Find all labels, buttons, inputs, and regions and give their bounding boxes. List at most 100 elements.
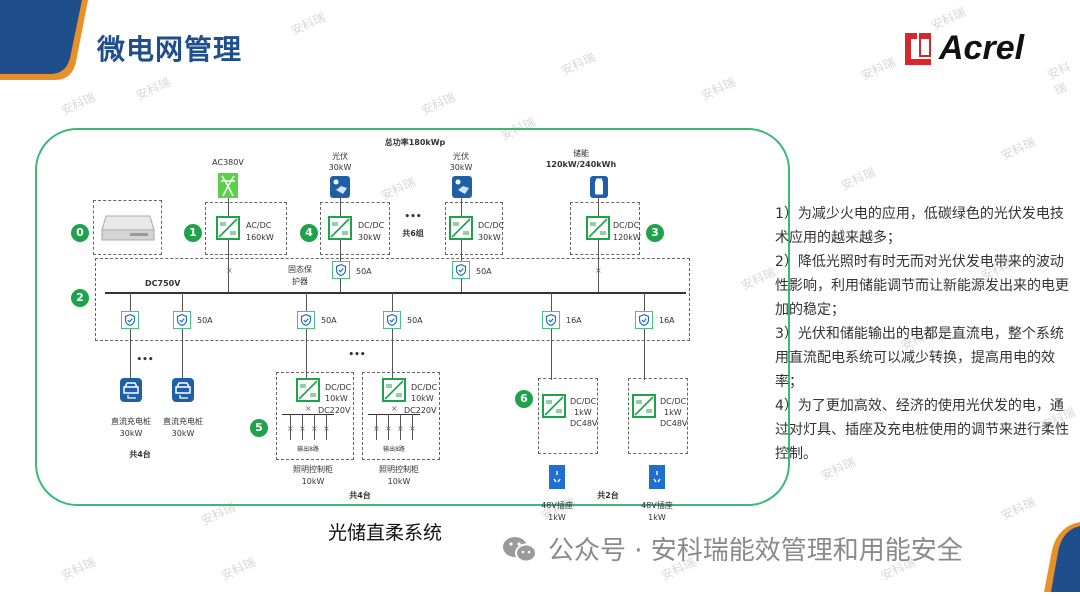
ev-charger-icon [172, 378, 194, 402]
breaker-icon [173, 311, 191, 329]
wire [326, 414, 327, 440]
server-box [93, 200, 162, 255]
grid-converter-box [205, 202, 287, 255]
switch-x-mark: × [323, 424, 330, 433]
dc-dc-converter-icon [542, 394, 566, 418]
socket-converter-type: DC/DC [570, 397, 597, 406]
socket-converter-box [628, 378, 688, 454]
breaker-rating: 16A [566, 316, 582, 325]
dc-dc-converter-icon [296, 378, 320, 402]
switch-x-mark: × [226, 266, 233, 275]
pv1-breaker-rating: 50A [356, 267, 372, 276]
socket-converter-box [538, 378, 598, 454]
breaker-icon [542, 311, 560, 329]
badge-0: 0 [71, 224, 89, 242]
charger-dots: ••• [136, 355, 154, 365]
lighting-dots: ••• [348, 350, 366, 360]
acrel-logo-mark-icon [905, 33, 931, 65]
pv2-converter-power: 30kW [478, 233, 501, 242]
wire [644, 293, 645, 380]
wire [302, 414, 303, 440]
switch-x-mark: × [311, 424, 318, 433]
watermark-text: 安科瑞 [58, 554, 98, 583]
breaker-icon [383, 311, 401, 329]
power-grid-icon [218, 173, 238, 198]
pv1-label: 光伏 [332, 152, 348, 161]
charger-power: 30kW [119, 429, 143, 438]
watermark-text: 安科瑞 [998, 494, 1038, 523]
lighting-cabinet-box [276, 372, 354, 460]
pv2-converter-type: DC/DC [478, 221, 505, 230]
breaker-rating: 50A [321, 316, 337, 325]
breaker-rating: 50A [407, 316, 423, 325]
page-title: 微电网管理 [97, 33, 243, 66]
grid-converter-power: 160kW [246, 233, 274, 242]
bus-line [282, 414, 334, 415]
ev-charger-icon [120, 378, 142, 402]
corner-decoration-top-left [0, 0, 90, 82]
badge-2: 2 [71, 289, 89, 307]
wire [290, 414, 291, 440]
socket-name: 48V插座 [541, 501, 573, 510]
total-power-label: 总功率180kWp [384, 138, 446, 147]
notes-text: 1）为减少火电的应用，低碳绿色的光伏发电技术应用的越来越多； 2）降低光照时有时… [775, 202, 1073, 466]
storage-converter-box [570, 202, 640, 255]
breaker-rating: 50A [197, 316, 213, 325]
badge-4: 4 [300, 224, 318, 242]
breaker-icon [297, 311, 315, 329]
dc-dc-converter-icon [586, 216, 610, 240]
wire [412, 414, 413, 440]
power-socket-icon [549, 465, 565, 489]
lighting-cabinet-name: 照明控制柜 [293, 465, 333, 474]
solid-state-breaker-icon [452, 261, 470, 279]
corner-decoration-bottom-right [1040, 520, 1080, 592]
wechat-icon [503, 536, 537, 562]
lighting-converter-type: DC/DC [411, 383, 438, 392]
storage-converter-power: 120kW [613, 233, 641, 242]
wire [340, 198, 341, 292]
lighting-output-voltage: DC220V [318, 406, 351, 415]
switch-x-mark: × [373, 424, 380, 433]
server-icon [101, 215, 155, 241]
switch-x-mark: × [391, 404, 398, 413]
pv2-power: 30kW [449, 163, 473, 172]
bus-line [105, 292, 686, 294]
pv2-converter-box [445, 202, 503, 255]
watermark-text: 安科瑞 [58, 89, 98, 118]
lighting-outputs: 输出8路 [297, 446, 319, 453]
switch-x-mark: × [385, 424, 392, 433]
charger-count: 共4台 [129, 450, 151, 459]
socket-count: 共2台 [597, 491, 619, 500]
badge-3: 3 [646, 224, 664, 242]
wechat-watermark: 公众号 · 安科瑞能效管理和用能安全 [500, 530, 963, 567]
bus-line [368, 414, 420, 415]
storage-converter-type: DC/DC [613, 221, 640, 230]
lighting-cabinet-box [362, 372, 440, 460]
wire [551, 293, 552, 380]
ac-dc-converter-icon [216, 216, 240, 240]
wire [392, 293, 393, 378]
pv1-converter-type: DC/DC [358, 221, 385, 230]
pv-group-count: 共6组 [402, 229, 424, 238]
storage-label: 储能 [573, 149, 589, 158]
lighting-outputs: 输出8路 [383, 446, 405, 453]
badge-1: 1 [184, 224, 202, 242]
lighting-converter-type: DC/DC [325, 383, 352, 392]
lighting-converter-power: 10kW [411, 394, 434, 403]
dc-dc-converter-icon [382, 378, 406, 402]
grid-label: AC380V [212, 158, 244, 167]
note-3: 3）光伏和储能输出的电都是直流电，整个系统用直流配电系统可以减少转换，提高用电的… [775, 326, 1064, 390]
power-socket-icon [649, 465, 665, 489]
solar-panel-icon [330, 176, 350, 198]
battery-icon [590, 176, 608, 198]
socket-power: 1kW [548, 513, 566, 522]
breaker-icon [121, 311, 139, 329]
switch-x-mark: × [305, 404, 312, 413]
wechat-account-text: 公众号 · 安科瑞能效管理和用能安全 [548, 536, 963, 566]
charger-name: 直流充电桩 [163, 417, 203, 426]
pv1-converter-power: 30kW [358, 233, 381, 242]
switch-x-mark: × [397, 424, 404, 433]
dc-dc-converter-icon [328, 216, 352, 240]
acrel-logo: Acrel [905, 29, 1024, 67]
watermark-text: 安科瑞 [858, 54, 898, 83]
